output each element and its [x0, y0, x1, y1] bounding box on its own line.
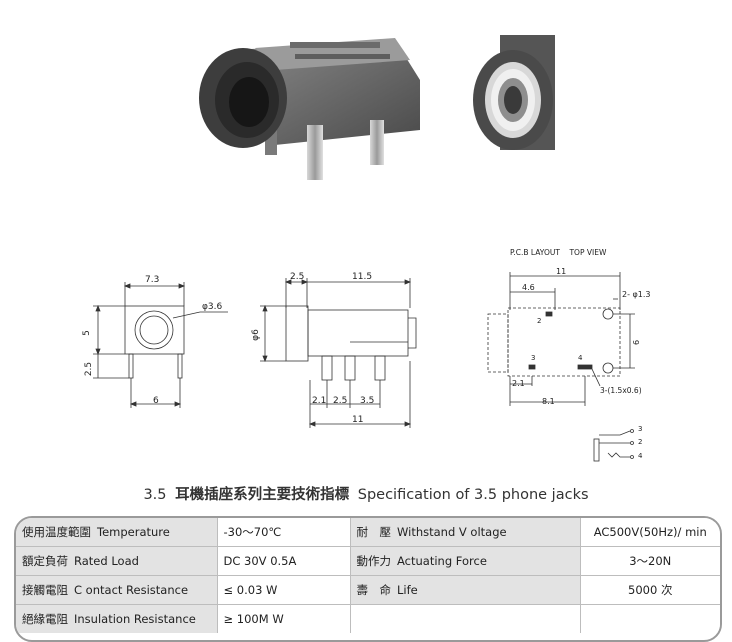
front-view-drawing [93, 282, 228, 408]
jack-photo-front [473, 35, 555, 150]
pcb-offset2-label: 2.1 [512, 379, 525, 388]
pcb-holes-label: 2- φ1.3 [622, 290, 651, 299]
pcb-pin-3: 3 [531, 354, 536, 362]
caption-title-en: Specification of 3.5 phone jacks [357, 487, 589, 503]
pcb-total-label: 11 [556, 267, 567, 276]
spec-empty-cell [349, 604, 580, 633]
side-front-len-label: 2.5 [290, 272, 305, 282]
pcb-pin-4: 4 [578, 354, 583, 362]
pcb-layout-drawing [487, 272, 635, 406]
pcb-len-label: 8.1 [542, 397, 555, 406]
spec-caption: 3.5 耳機插座系列主要技術指標 Specification of 3.5 ph… [0, 483, 732, 504]
spec-value: -30～70℃ [216, 518, 350, 547]
side-total-label: 11 [352, 415, 364, 425]
jack-schematic [593, 429, 634, 462]
spec-value: ≤ 0.03 W [216, 575, 350, 605]
side-view-drawing [260, 278, 417, 428]
spec-value: DC 30V 0.5A [216, 546, 350, 576]
front-spacing-label: 6 [153, 396, 159, 406]
spec-value: AC500V(50Hz)/ min [579, 518, 720, 547]
schematic-pin-4: 4 [638, 452, 643, 460]
side-pin2-label: 2.5 [333, 396, 348, 406]
pcb-pin-2: 2 [537, 317, 542, 325]
schematic-pin-2: 2 [638, 438, 643, 446]
spec-empty-cell [579, 604, 720, 633]
spec-value: 5000 次 [579, 575, 720, 605]
spec-value: 3～20N [579, 546, 720, 576]
front-height-label: 5 [81, 330, 92, 336]
side-diameter-label: φ6 [250, 329, 261, 341]
pcb-offset-label: 4.6 [522, 283, 535, 292]
caption-title-cn: 耳機插座系列主要技術指標 [175, 487, 350, 503]
front-pin-label: 2.5 [84, 361, 95, 377]
side-body-len-label: 11.5 [352, 272, 373, 282]
jack-photo-main [199, 38, 420, 180]
front-width-label: 7.3 [145, 275, 160, 285]
schematic-pin-3: 3 [638, 425, 643, 433]
pcb-title: P.C.B LAYOUT TOP VIEW [510, 248, 607, 257]
pcb-pad-label: 3-(1.5x0.6) [600, 386, 642, 395]
side-pin1-label: 2.1 [312, 396, 327, 406]
spec-value: ≥ 100M W [216, 604, 350, 633]
pcb-height-label: 6 [632, 339, 642, 346]
side-pin3-label: 3.5 [360, 396, 375, 406]
caption-number: 3.5 [143, 487, 167, 503]
front-diameter-label: φ3.6 [202, 302, 223, 312]
